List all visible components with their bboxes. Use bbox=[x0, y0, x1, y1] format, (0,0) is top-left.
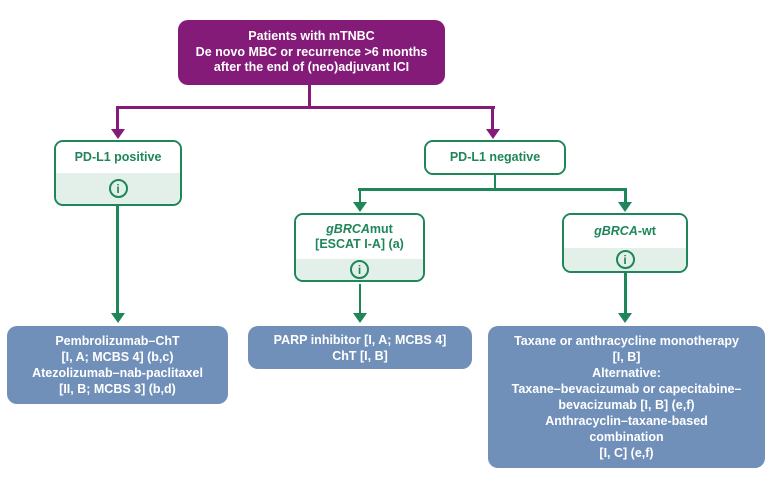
arrowhead-treatment-gbrca-wt bbox=[618, 313, 632, 323]
connector-drop-pdl1-negative bbox=[491, 106, 494, 130]
treatment-line: Taxane or anthracycline monotherapy bbox=[514, 334, 739, 348]
info-icon[interactable]: i bbox=[615, 250, 635, 269]
arrowhead-gbrca-mut bbox=[352, 202, 367, 212]
connector-root-split bbox=[116, 106, 495, 109]
treatment-node-gbrca-mut: PARP inhibitor [I, A; MCBS 4] ChT [I, B] bbox=[248, 326, 472, 369]
treatment-line: ChT [I, B] bbox=[332, 348, 388, 363]
gbrca-italic-text: gBRCA bbox=[594, 224, 638, 238]
node-gbrca-mut-info-strip: i bbox=[296, 259, 423, 280]
node-pdl1-positive-info-strip: i bbox=[56, 173, 180, 204]
node-gbrca-wt-line1: gBRCA-wt bbox=[594, 224, 656, 239]
treatment-line: [I, A; MCBS 4] (b,c) bbox=[61, 350, 174, 364]
treatment-line: Atezolizumab–nab-paclitaxel bbox=[32, 366, 203, 380]
gbrca-italic-text: gBRCA bbox=[326, 222, 370, 236]
connector-pdl1-positive-to-treatment bbox=[116, 206, 119, 314]
treatment-line: combination bbox=[589, 430, 664, 444]
treatment-line: Alternative: bbox=[592, 366, 661, 380]
treatment-node-gbrca-wt: Taxane or anthracycline monotherapy [I, … bbox=[488, 326, 765, 468]
connector-root-stem bbox=[308, 84, 311, 108]
treatment-line: [II, B; MCBS 3] (b,d) bbox=[59, 382, 176, 396]
connector-drop-pdl1-positive bbox=[116, 106, 119, 130]
node-pdl1-positive-label: PD-L1 positive bbox=[56, 142, 180, 173]
root-line-3: after the end of (neo)adjuvant ICI bbox=[213, 60, 410, 75]
info-icon-glyph: i bbox=[357, 262, 362, 277]
treatment-line: Taxane–bevacizumab or capecitabine– bbox=[511, 382, 742, 396]
treatment-line: [I, C] (e,f) bbox=[599, 446, 654, 460]
arrowhead-treatment-gbrca-mut bbox=[352, 313, 367, 323]
connector-drop-gbrca-mut bbox=[358, 188, 361, 204]
connector-gbrca-wt-to-treatment bbox=[624, 273, 627, 314]
arrowhead-pdl1-positive bbox=[110, 129, 125, 139]
node-gbrca-mut-line2: [ESCAT I-A] (a) bbox=[315, 237, 404, 251]
treatment-line: Anthracyclin–taxane-based bbox=[545, 414, 708, 428]
arrowhead-gbrca-wt bbox=[618, 202, 632, 212]
root-line-1: Patients with mTNBC bbox=[248, 29, 375, 44]
node-pdl1-negative-label: PD-L1 negative bbox=[426, 142, 564, 173]
info-icon-glyph: i bbox=[116, 181, 120, 196]
treatment-line: [I, B] bbox=[612, 350, 641, 364]
arrowhead-pdl1-negative bbox=[485, 129, 500, 139]
treatment-node-pdl1-positive: Pembrolizumab–ChT [I, A; MCBS 4] (b,c) A… bbox=[7, 326, 228, 404]
node-pdl1-negative: PD-L1 negative bbox=[424, 140, 566, 175]
treatment-line: PARP inhibitor [I, A; MCBS 4] bbox=[273, 332, 447, 347]
connector-drop-gbrca-wt bbox=[624, 188, 627, 204]
connector-pdl1-negative-stem bbox=[493, 175, 496, 190]
treatment-line: Pembrolizumab–ChT bbox=[55, 334, 180, 348]
node-gbrca-wt-label: gBRCA-wt bbox=[564, 215, 686, 248]
root-line-2: De novo MBC or recurrence >6 months bbox=[195, 44, 428, 59]
connector-gbrca-mut-to-treatment bbox=[358, 284, 361, 314]
connector-gbrca-split bbox=[358, 188, 627, 191]
node-gbrca-mut-label: gBRCAmut [ESCAT I-A] (a) bbox=[296, 215, 423, 259]
node-gbrca-wt-info-strip: i bbox=[564, 248, 686, 271]
node-pdl1-positive: PD-L1 positive i bbox=[54, 140, 182, 206]
node-gbrca-wt: gBRCA-wt i bbox=[562, 213, 688, 273]
arrowhead-treatment-pdl1-positive bbox=[110, 313, 125, 323]
root-node-patients-mtnbc: Patients with mTNBC De novo MBC or recur… bbox=[178, 20, 445, 85]
gbrca-wt-suffix: -wt bbox=[637, 224, 656, 238]
gbrca-mut-suffix: mut bbox=[369, 222, 393, 236]
info-icon-glyph: i bbox=[623, 252, 627, 267]
treatment-line: bevacizumab [I, B] (e,f) bbox=[558, 398, 695, 412]
info-icon[interactable]: i bbox=[108, 179, 128, 198]
node-gbrca-mut-line1: gBRCAmut bbox=[326, 222, 393, 237]
node-gbrca-mut: gBRCAmut [ESCAT I-A] (a) i bbox=[294, 213, 425, 282]
info-icon[interactable]: i bbox=[350, 260, 369, 279]
